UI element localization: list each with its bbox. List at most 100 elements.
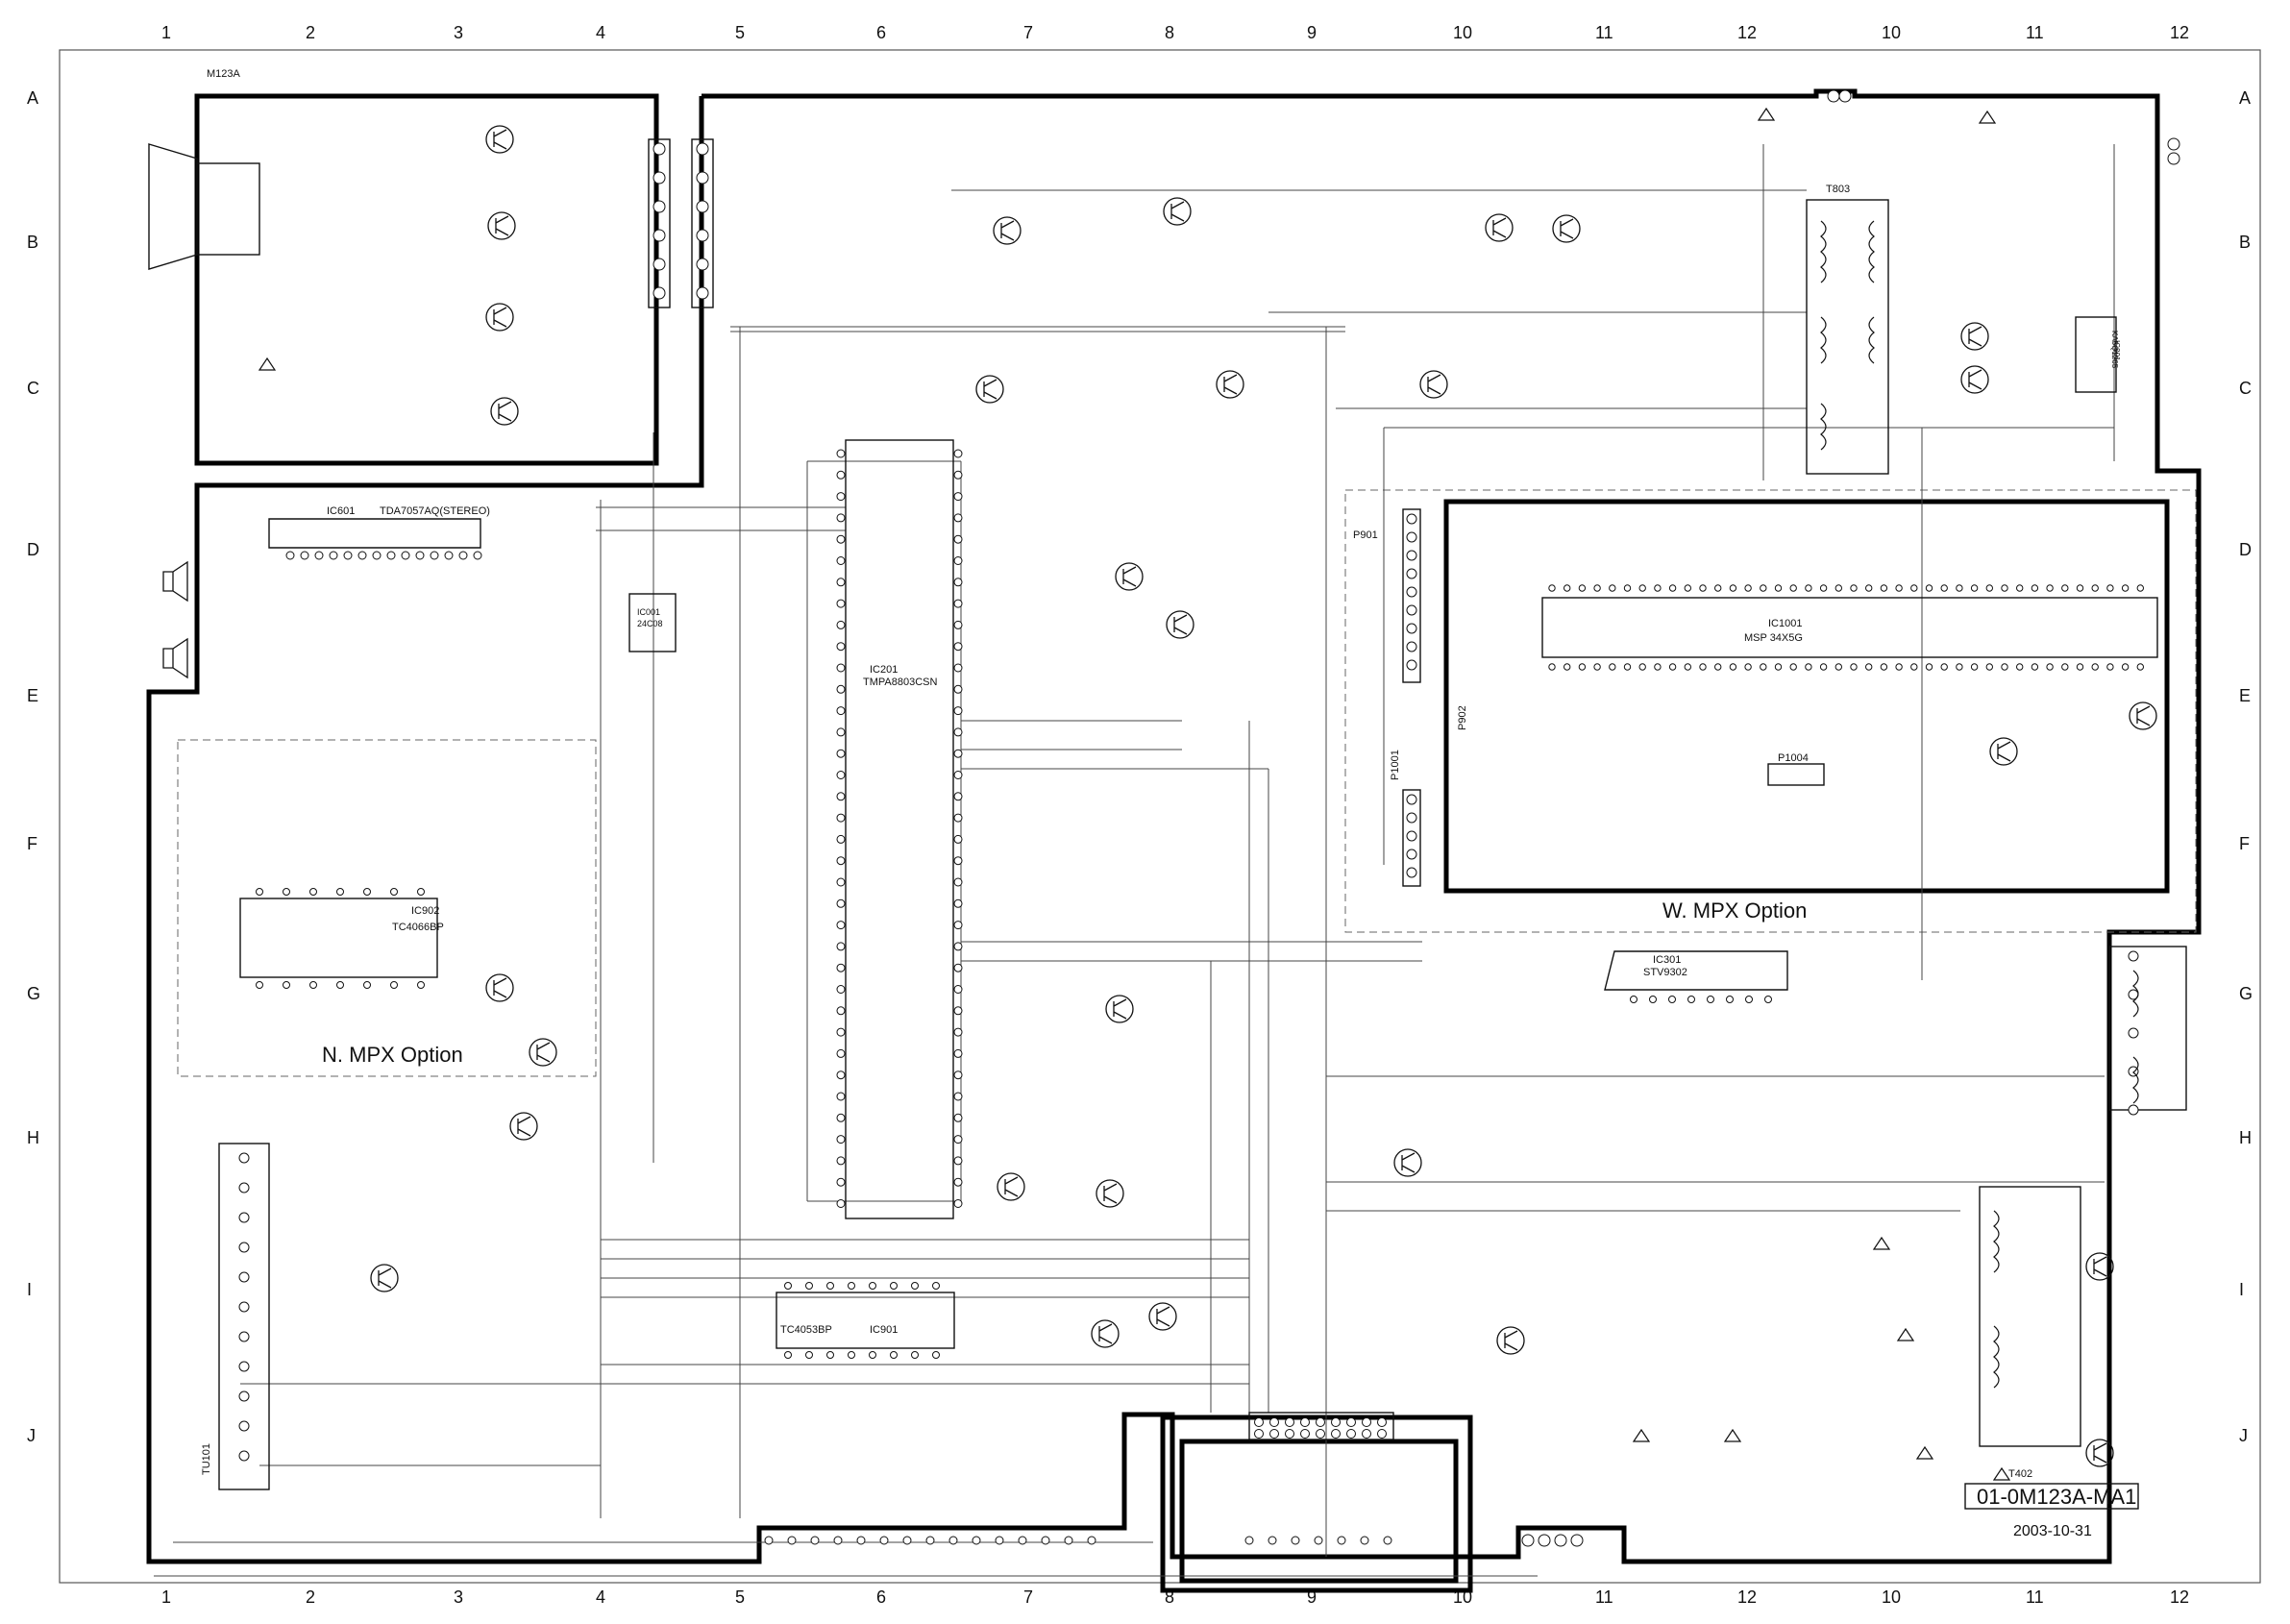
ic201-pin (953, 1177, 963, 1187)
ic201-pin (953, 1027, 963, 1037)
ic201-pin (836, 1156, 846, 1166)
transistor-lead (1156, 1306, 1170, 1327)
scart-pin (1377, 1417, 1387, 1427)
ic901-pin (784, 1351, 792, 1359)
ic301-pin (1668, 996, 1676, 1003)
ic1001-pin (1564, 663, 1571, 671)
transistor-lead (1170, 201, 1185, 222)
ic1001-pin (1970, 584, 1979, 592)
header-pin (696, 286, 709, 300)
ic201-pin (953, 492, 963, 502)
ic901-pin (869, 1351, 876, 1359)
transistor-symbol (1163, 197, 1192, 226)
ic301-ref: IC301 (1653, 954, 1681, 966)
bottom-connector-pin (925, 1536, 935, 1545)
ic1001-pin (1956, 584, 1963, 592)
ic902-pin (309, 888, 317, 896)
ic1001-pin (2061, 663, 2069, 671)
ic1001-pin (1593, 663, 1601, 671)
header-pin (653, 258, 666, 271)
transistor-symbol (1552, 214, 1581, 243)
ic301-pin (1707, 996, 1714, 1003)
grid-column-label: 11 (2026, 23, 2044, 42)
bottom-connector-pin (833, 1536, 843, 1545)
header-pin (696, 171, 709, 185)
grid-column-label: 10 (1453, 23, 1472, 42)
ic201-pin (836, 1027, 846, 1037)
ic201-pin (953, 1092, 963, 1101)
transistor-lead (517, 1116, 531, 1137)
grid-row-label: J (27, 1426, 36, 1445)
grid-column-label: 11 (1595, 23, 1613, 42)
ic201-pin (836, 449, 846, 458)
transistor-lead (1427, 374, 1441, 395)
grid-column-label: 12 (2170, 23, 2189, 42)
ic201-pin (836, 898, 846, 908)
ic201-pin (836, 620, 846, 629)
coil-connector-pin (2128, 1027, 2139, 1039)
header-pin (1406, 794, 1417, 805)
header-pin (1406, 867, 1417, 878)
ic1001-pin (2046, 663, 2054, 671)
transistor-symbol (1485, 213, 1514, 242)
grid-column-label: 3 (454, 23, 463, 42)
transistor-symbol (485, 973, 514, 1002)
ic1001-pin (2136, 584, 2145, 592)
ic201-pin (953, 749, 963, 758)
ic301-pin (1649, 996, 1657, 1003)
transistor-symbol (370, 1264, 399, 1292)
tuner-pin (238, 1331, 250, 1342)
header-pin (696, 258, 709, 271)
ic1001-pin (1850, 584, 1858, 592)
board-label-m123a: M123A (207, 68, 241, 80)
ic901-pin (911, 1282, 919, 1290)
ic902-pin (283, 888, 290, 896)
ac-input-pin (1827, 89, 1840, 103)
ic902-pin (390, 888, 398, 896)
header-pin (1406, 568, 1417, 579)
grid-column-label: 7 (1023, 1587, 1033, 1607)
scart-pin (1331, 1429, 1341, 1439)
ic201-pin (953, 620, 963, 629)
section-label-wmpx: W. MPX Option (1662, 898, 1807, 923)
ic1001-pin (2106, 663, 2114, 671)
transistor-lead (1560, 218, 1574, 239)
ic1001-pin (1880, 663, 1888, 671)
ic901-pin (890, 1351, 898, 1359)
ic1001-pin (2121, 584, 2130, 592)
ic201-pin (953, 534, 963, 544)
ic201-pin (953, 771, 963, 779)
t402-label: T402 (2008, 1468, 2032, 1480)
transistor-symbol (1216, 370, 1244, 399)
header-pin (653, 171, 666, 185)
bottom-connector-pin (1383, 1536, 1392, 1545)
scart-pin (1254, 1417, 1264, 1427)
grid-column-label: 8 (1165, 23, 1174, 42)
ic1001-pin (1744, 663, 1752, 671)
ic201-pin (953, 1048, 963, 1058)
transistor-lead (536, 1042, 551, 1063)
ic201-pin (953, 1113, 963, 1122)
connector-pin (2167, 137, 2180, 151)
ic201-pin (836, 578, 846, 587)
grid-column-label: 12 (1737, 23, 1757, 42)
transistor-lead (1098, 1323, 1113, 1344)
transistor-lead (2093, 1442, 2107, 1464)
transistor-lead (1173, 614, 1188, 635)
bottom-connector-pin (1087, 1536, 1096, 1545)
ic201-pin (836, 599, 846, 608)
ic1001-pin (1578, 663, 1587, 671)
ic201-pin (953, 877, 963, 887)
tuner-label: TU101 (201, 1443, 212, 1475)
ic1001-pin (2091, 663, 2099, 671)
ic1001-pin (2031, 663, 2039, 671)
grid-column-label: 3 (454, 1587, 463, 1607)
transistor-symbol (1105, 995, 1134, 1023)
coil-connector-pin (2128, 950, 2139, 962)
transistor-symbol (1419, 370, 1448, 399)
p902-label: P902 (1457, 705, 1468, 730)
ic901-pin (869, 1282, 876, 1290)
transistor-lead (378, 1267, 392, 1289)
connector-pin (2167, 152, 2180, 165)
ic1001-pin (1956, 663, 1963, 671)
